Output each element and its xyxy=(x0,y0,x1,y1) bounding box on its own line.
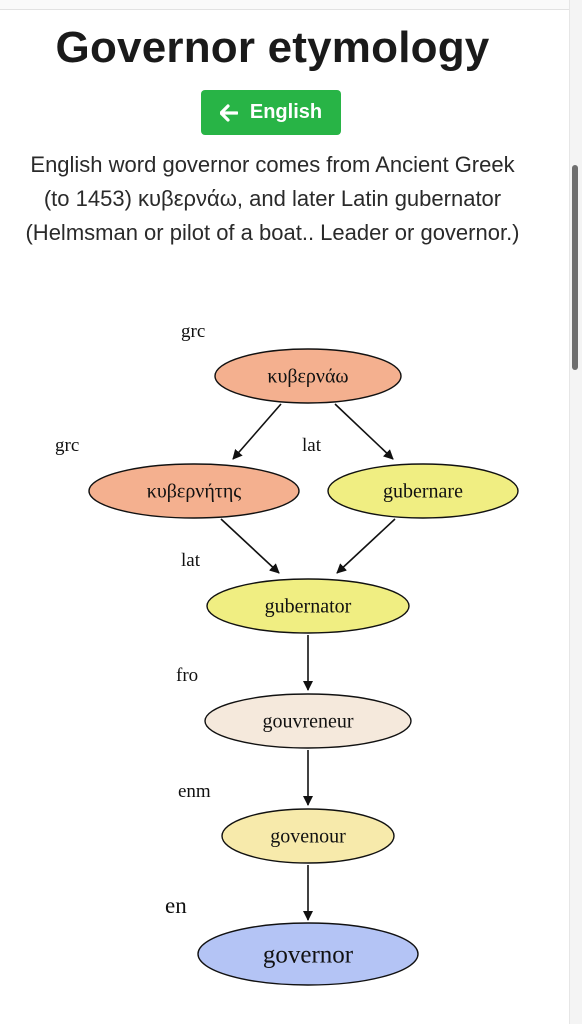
node-word: κυβερνάω xyxy=(267,366,348,388)
edge-arrow-kybernao-to-kybernetes xyxy=(232,403,282,460)
node-language-code: grc xyxy=(181,321,205,342)
node-language-code: grc xyxy=(55,435,79,456)
node-word: gubernator xyxy=(265,596,352,618)
node-ellipse[interactable] xyxy=(327,463,519,519)
arrow-left-icon xyxy=(219,103,238,122)
etymology-graph: κυβερνάωgrcκυβερνήτηςgrcgubernarelatgube… xyxy=(55,321,519,986)
node-ellipse[interactable] xyxy=(204,693,412,749)
node-word: govenour xyxy=(270,826,346,848)
etymology-description: English word governor comes from Ancient… xyxy=(25,152,520,245)
node-language-code: enm xyxy=(178,781,211,802)
node-ellipse[interactable] xyxy=(88,463,300,519)
top-bar xyxy=(0,0,582,10)
scrollbar[interactable] xyxy=(569,0,582,1024)
node-word: κυβερνήτης xyxy=(147,481,242,503)
edge-arrow-kybernetes-to-gubernator xyxy=(220,518,280,574)
node-kybernetes[interactable]: κυβερνήτης grc xyxy=(55,435,300,519)
node-govenour[interactable]: govenour enm xyxy=(178,781,395,864)
node-kybernao[interactable]: κυβερνάω grc xyxy=(181,321,402,404)
node-gouvreneur[interactable]: gouvreneur fro xyxy=(176,665,412,749)
node-word: gubernare xyxy=(383,481,463,503)
node-gubernator[interactable]: gubernator lat xyxy=(181,550,410,634)
node-ellipse[interactable] xyxy=(197,922,419,986)
node-word: gouvreneur xyxy=(262,711,353,733)
back-to-language-button[interactable]: English xyxy=(201,90,341,135)
node-word: governor xyxy=(263,941,354,968)
edge-arrow-gubernare-to-gubernator xyxy=(336,518,396,574)
node-language-code: lat xyxy=(302,435,322,456)
edge-arrow-kybernao-to-gubernare xyxy=(334,403,394,460)
node-ellipse[interactable] xyxy=(221,808,395,864)
node-language-code: en xyxy=(165,893,187,918)
scrollbar-thumb[interactable] xyxy=(572,165,578,370)
node-gubernare[interactable]: gubernare lat xyxy=(302,435,519,519)
node-governor[interactable]: governor en xyxy=(165,893,419,986)
language-button-label: English xyxy=(249,101,323,123)
node-ellipse[interactable] xyxy=(214,348,402,404)
node-language-code: lat xyxy=(181,550,201,571)
node-ellipse[interactable] xyxy=(206,578,410,634)
node-language-code: fro xyxy=(176,665,198,686)
page-title: Governor etymology xyxy=(55,23,490,72)
